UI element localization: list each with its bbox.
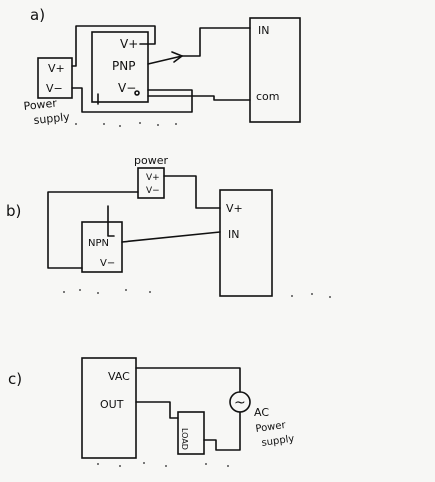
panel-b-ps-vplus: V+ [146, 173, 160, 183]
panel-a-wire-in [181, 27, 251, 57]
panel-b-wire-sensor-vplus [107, 205, 115, 237]
panel-a-power-supply-box [37, 57, 73, 99]
panel-a-sensor-box [91, 31, 149, 103]
panel-a-device-in: IN [258, 24, 269, 37]
panel-a-label: a) [30, 6, 45, 24]
panel-b-device-in: IN [228, 228, 239, 241]
panel-c-wire-out [135, 401, 179, 419]
panel-c-ac-caption-2: Power [255, 420, 287, 435]
panel-a-sensor-vplus: V+ [120, 37, 138, 51]
panel-c-sensor-vac: VAC [108, 370, 130, 383]
panel-c: c) VAC OUT LOAD ~ AC Power supply [8, 357, 295, 467]
panel-a-ps-vminus: V− [46, 82, 63, 95]
panel-a-device-box [249, 17, 301, 123]
panel-b-sensor-box [81, 221, 123, 273]
panel-b-wire-in [121, 231, 221, 243]
panel-b: b) power V+ V− NPN V− V+ IN [6, 154, 331, 298]
panel-b-device-box [219, 189, 273, 297]
panel-a-ps-vplus: V+ [48, 62, 65, 75]
panel-a: a) V+ V− Power supply V+ PNP V− IN com [23, 6, 301, 127]
panel-b-label: b) [6, 202, 21, 220]
panel-a-terminal-dot [134, 90, 140, 96]
panel-c-ac-caption-3: supply [261, 433, 295, 448]
panel-c-label: c) [8, 370, 22, 388]
panel-c-specks [97, 462, 229, 467]
panel-a-ps-caption-1: Power [23, 97, 58, 113]
panel-c-sensor-box [81, 357, 137, 459]
panel-c-wire-vac [135, 367, 241, 393]
panel-a-sensor-vminus: V− [118, 81, 136, 95]
panel-b-ps-vminus: V− [146, 186, 160, 196]
panel-b-ps-caption: power [134, 154, 168, 167]
panel-a-sensor-type: PNP [112, 59, 135, 73]
panel-c-ac-symbol: ~ [234, 395, 246, 411]
panel-b-wire-vminus [47, 191, 139, 269]
panel-c-load-text: LOAD [180, 428, 189, 450]
panel-b-wire-vplus [163, 175, 221, 209]
panel-b-device-vplus: V+ [226, 202, 243, 215]
panel-b-sensor-vminus: V− [100, 258, 115, 269]
panel-b-sensor-type: NPN [88, 238, 109, 249]
panel-a-output-arrow [147, 55, 183, 65]
panel-c-ac-caption-1: AC [254, 406, 269, 419]
panel-a-wire-vplus [71, 25, 156, 67]
panel-c-wire-return [203, 411, 241, 451]
panel-b-power-supply-box [137, 167, 165, 199]
panel-c-sensor-out: OUT [100, 398, 124, 411]
panel-b-specks [63, 289, 331, 298]
panel-a-wire-vminus [71, 87, 193, 113]
panel-c-load-box [177, 411, 205, 455]
panel-a-device-com: com [256, 90, 280, 103]
panel-a-wire-com [147, 95, 251, 101]
panel-a-specks [75, 122, 177, 127]
panel-a-ps-caption-2: supply [33, 110, 71, 127]
